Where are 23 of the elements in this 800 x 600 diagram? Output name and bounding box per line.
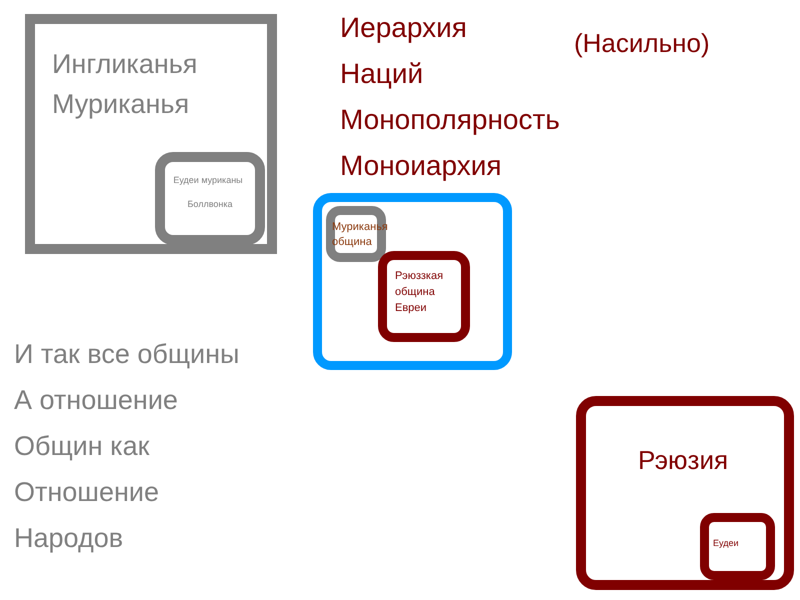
rounded-box bbox=[576, 396, 794, 590]
text-label: Общин как bbox=[14, 430, 150, 463]
text-label: А отношение bbox=[14, 384, 179, 417]
rounded-box bbox=[378, 251, 470, 342]
text-label: (Насильно) bbox=[574, 27, 711, 60]
rounded-box bbox=[155, 152, 265, 245]
text-label: Народов bbox=[14, 522, 124, 555]
node-text: Рэюзия bbox=[638, 444, 730, 476]
text-label: И так все общины bbox=[14, 338, 240, 371]
node-text: Ингликанья Муриканья bbox=[52, 48, 198, 121]
node-text: Боллвонка bbox=[186, 198, 234, 210]
rounded-box bbox=[313, 193, 512, 370]
node-text: Муриканья община bbox=[332, 220, 389, 250]
square-frame bbox=[25, 14, 277, 254]
text-label: Моноиархия bbox=[340, 149, 503, 183]
node-text: Рэюззкая община Евреи bbox=[395, 269, 444, 316]
text-label: Монополярность bbox=[340, 103, 561, 137]
text-label: Наций bbox=[340, 57, 424, 91]
rounded-box bbox=[700, 513, 775, 580]
rounded-box bbox=[326, 206, 386, 262]
text-label: Отношение bbox=[14, 476, 160, 509]
node-text: Еудеи bbox=[713, 537, 740, 549]
node-text: Еудеи муриканы bbox=[172, 174, 244, 186]
